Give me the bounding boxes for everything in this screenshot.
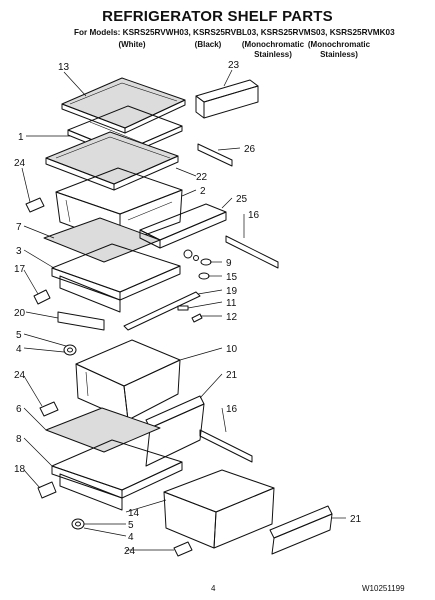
drawer-cover bbox=[139, 203, 227, 249]
callout-23: 23 bbox=[228, 60, 240, 71]
callout-24-mid: 24 bbox=[14, 370, 26, 381]
callout-17: 17 bbox=[14, 264, 26, 275]
glass-shelf-second bbox=[45, 131, 179, 191]
callout-5-lower: 5 bbox=[128, 520, 134, 531]
callout-14: 14 bbox=[128, 508, 140, 519]
crisper-frame bbox=[51, 243, 199, 313]
callout-4-upper: 4 bbox=[16, 344, 22, 355]
leader-lines bbox=[21, 69, 346, 551]
callout-6: 6 bbox=[16, 404, 22, 415]
page-number: 4 bbox=[211, 584, 216, 593]
glass-panel-6 bbox=[45, 407, 161, 453]
variant-white: (White) bbox=[118, 40, 146, 49]
callout-16-upper: 16 bbox=[248, 210, 260, 221]
callout-18: 18 bbox=[14, 464, 26, 475]
callout-16-lower: 16 bbox=[226, 404, 238, 415]
callout-13: 13 bbox=[58, 62, 70, 73]
callout-8: 8 bbox=[16, 434, 22, 445]
callout-4-lower: 4 bbox=[128, 532, 134, 543]
callout-1: 1 bbox=[18, 132, 24, 143]
drawer-14 bbox=[163, 469, 275, 549]
glass-panel-7 bbox=[43, 217, 161, 263]
bracket-17 bbox=[33, 289, 51, 305]
roller-upper bbox=[63, 344, 77, 356]
rail-26 bbox=[197, 143, 233, 167]
callout-10: 10 bbox=[226, 344, 238, 355]
callout-25: 25 bbox=[236, 194, 248, 205]
callout-3: 3 bbox=[16, 246, 22, 257]
roller-lower bbox=[71, 518, 85, 530]
callout-24-top: 24 bbox=[14, 158, 26, 169]
bracket-18 bbox=[37, 481, 57, 499]
callout-labels: 13 23 1 26 24 22 2 25 7 16 3 9 15 17 19 … bbox=[14, 60, 362, 557]
models-label: For Models: KSRS25RVWH03, KSRS25RVBL03, … bbox=[74, 28, 395, 37]
page-title: REFRIGERATOR SHELF PARTS bbox=[102, 8, 333, 25]
callout-15: 15 bbox=[226, 272, 238, 283]
rod-19 bbox=[123, 291, 201, 331]
callout-5-upper: 5 bbox=[16, 330, 22, 341]
bracket-24-top bbox=[25, 197, 45, 213]
callout-20: 20 bbox=[14, 308, 26, 319]
small-parts-11-12 bbox=[177, 305, 203, 323]
callout-21-mid: 21 bbox=[226, 370, 238, 381]
bar-20 bbox=[57, 311, 105, 331]
crisper-frame-lower bbox=[51, 439, 183, 511]
callout-7: 7 bbox=[16, 222, 22, 233]
callout-22: 22 bbox=[196, 172, 208, 183]
callout-24-bottom: 24 bbox=[124, 546, 136, 557]
callout-2: 2 bbox=[200, 186, 206, 197]
document-number: W10251199 bbox=[362, 584, 405, 593]
drawer-face-21-lower bbox=[269, 505, 333, 555]
drawer-10 bbox=[75, 339, 181, 421]
callout-12: 12 bbox=[226, 312, 238, 323]
callout-19: 19 bbox=[226, 286, 238, 297]
callout-11: 11 bbox=[226, 298, 237, 309]
callout-21-lower: 21 bbox=[350, 514, 362, 525]
bracket-24-mid bbox=[39, 401, 59, 417]
rail-16-upper bbox=[225, 235, 279, 269]
callout-26: 26 bbox=[244, 144, 256, 155]
bracket-24-bottom bbox=[173, 541, 193, 557]
variant-black: (Black) bbox=[194, 40, 222, 49]
rail-23 bbox=[195, 79, 259, 119]
glass-shelf-top bbox=[61, 77, 186, 134]
rail-16-lower bbox=[199, 429, 253, 463]
callout-9: 9 bbox=[226, 258, 232, 269]
